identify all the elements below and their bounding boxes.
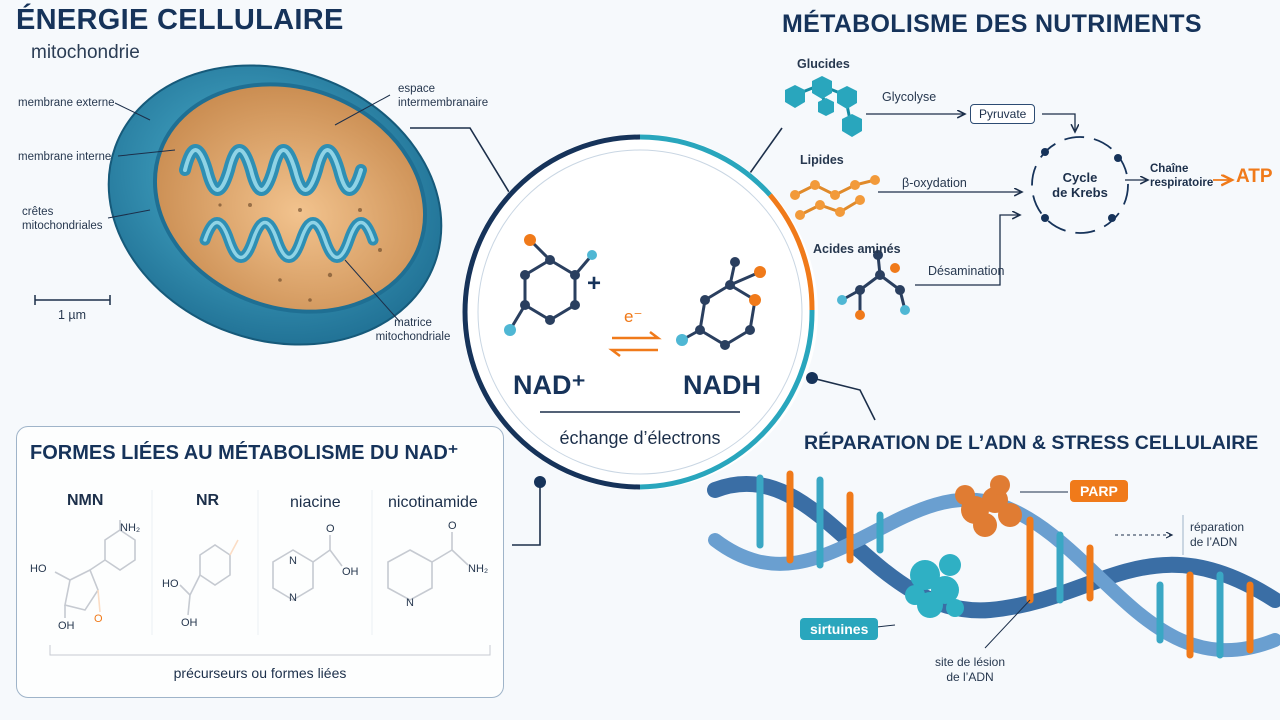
sirtuins-badge: sirtuines (800, 618, 879, 640)
nadh-molecule (676, 257, 766, 350)
source-amino-acids: Acides aminés (813, 242, 901, 256)
scale-bar (34, 295, 111, 305)
scale-label: 1 µm (58, 308, 87, 322)
label-outer-membrane: membrane externe (18, 97, 115, 109)
nad-molecule (504, 234, 597, 336)
form-name-nmn: NMN (67, 492, 104, 509)
respiratory-chain-label: Chaîne respiratoire (1150, 163, 1214, 190)
form-name-niacine: niacine (290, 494, 341, 511)
label-matrix: matrice mitochondriale (375, 317, 451, 344)
nmn-o: O (94, 613, 103, 625)
parp-badge: PARP (1070, 480, 1128, 502)
forms-title: FORMES LIÉES AU MÉTABOLISME DU NAD⁺ (30, 442, 459, 464)
niacine-n1: N (289, 555, 297, 567)
krebs-label: Cycle de Krebs (1052, 170, 1108, 200)
process-deamination: Désamination (928, 264, 1005, 278)
nmn-ho: HO (30, 563, 47, 575)
source-lipides: Lipides (800, 153, 844, 167)
nr-ho: HO (162, 578, 179, 590)
energy-subtitle: mitochondrie (31, 42, 140, 63)
nadh-label: NADH (683, 370, 761, 400)
dna-title: RÉPARATION DE L’ADN & STRESS CELLULAIRE (804, 432, 1259, 454)
lesion-site-label: site de lésion de l’ADN (934, 655, 1006, 684)
pyruvate-box: Pyruvate (970, 104, 1036, 124)
niacine-oh: OH (342, 566, 359, 578)
nicotinamide-o: O (448, 520, 457, 532)
exchange-label: échange d’électrons (559, 428, 721, 448)
forms-panel (16, 426, 504, 698)
electron-label: e⁻ (624, 307, 643, 326)
nad-label: NAD⁺ (513, 370, 586, 400)
label-inner-membrane: membrane interne (18, 151, 112, 163)
source-glucides: Glucides (797, 57, 850, 71)
forms-footer: précurseurs ou formes liées (173, 665, 347, 681)
nr-oh: OH (181, 617, 198, 629)
nicotinamide-n: N (406, 597, 414, 609)
lipides-molecule (790, 175, 880, 220)
dna-helix (707, 470, 1280, 659)
dna-repair-label: réparation de l’ADN (1190, 520, 1245, 549)
nicotinamide-nh2: NH₂ (468, 563, 489, 575)
nmn-nh2: NH₂ (120, 522, 141, 534)
exchange-arrows-icon (608, 331, 662, 357)
nad-charge-sign: + (587, 270, 602, 297)
form-name-nr: NR (196, 492, 220, 509)
parp-protein (955, 475, 1022, 537)
process-beta-oxidation: β-oxydation (902, 176, 967, 190)
niacine-o: O (326, 523, 335, 535)
amino-acid-molecule (837, 250, 910, 320)
mitochondrion-illustration (107, 64, 443, 346)
atp-label: ATP (1236, 166, 1273, 187)
label-intermembrane-space: espace intermembranaire (398, 83, 489, 110)
form-name-nicotinamide: nicotinamide (388, 494, 478, 511)
process-glycolysis: Glycolyse (882, 90, 937, 104)
label-cristae: crêtes mitochondriales (22, 206, 103, 233)
energy-title: ÉNERGIE CELLULAIRE (16, 4, 344, 36)
sirtuin-protein (905, 554, 964, 618)
glucides-molecule (785, 76, 862, 137)
niacine-n2: N (289, 592, 297, 604)
nmn-oh: OH (58, 620, 75, 632)
metabolism-title: MÉTABOLISME DES NUTRIMENTS (782, 10, 1202, 38)
krebs-cycle (1031, 136, 1129, 234)
nad-exchange-circle (462, 134, 818, 490)
